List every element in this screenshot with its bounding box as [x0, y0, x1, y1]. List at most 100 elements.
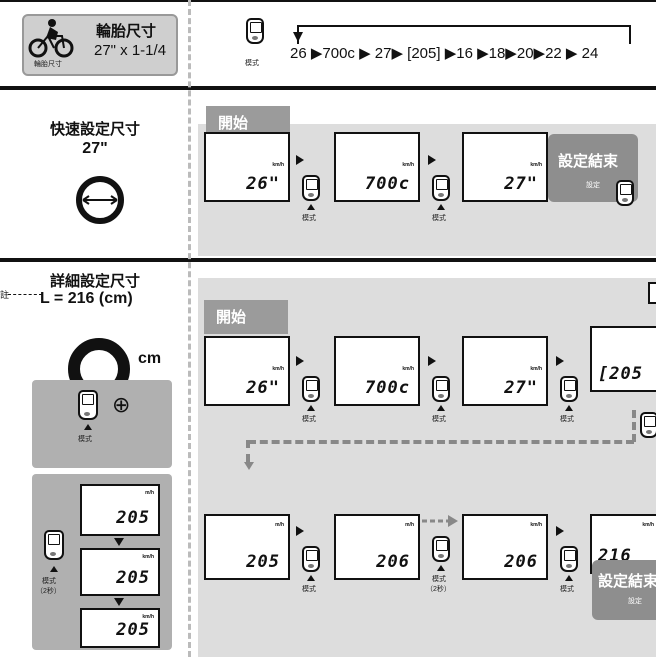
lcd-unit: m/h	[405, 522, 414, 528]
lcd-value: 205	[116, 620, 150, 640]
mode-device-icon	[302, 175, 320, 201]
detail-lcd-r2-3: km/h 206	[462, 514, 548, 580]
mode-device-icon	[246, 18, 264, 44]
tire-size-title: 輪胎尺寸	[96, 23, 157, 40]
wheel-icon	[76, 176, 124, 224]
lcd-unit: km/h	[272, 366, 284, 372]
down-arrow	[114, 598, 124, 606]
mode-label: 模式	[245, 60, 259, 67]
section-divider-2	[0, 258, 656, 262]
lcd-unit: km/h	[530, 522, 542, 528]
lcd-unit: km/h	[402, 366, 414, 372]
mode-device-icon	[560, 376, 578, 402]
detail-end-title: 設定結束	[598, 573, 656, 590]
hold-sub-label: （2秒）	[36, 588, 61, 595]
panel-corner-mark	[648, 282, 656, 304]
mode-label: 模式	[432, 416, 446, 423]
lcd-value: 205	[246, 552, 280, 572]
press-arrow	[307, 204, 315, 210]
section-divider-1	[0, 86, 656, 90]
press-arrow	[565, 575, 573, 581]
mode-label: 模式	[302, 416, 316, 423]
next-arrow	[556, 356, 564, 366]
mode-label: 模式	[432, 215, 446, 222]
hold-sub-label: （2秒）	[426, 586, 451, 593]
lcd-unit: m/h	[275, 522, 284, 528]
quick-setup-title: 快速設定尺寸	[49, 121, 140, 138]
mode-press-box	[32, 380, 172, 468]
mode-device-icon	[432, 376, 450, 402]
quick-setup-size: 27"	[82, 140, 108, 157]
mode-label: 模式	[560, 586, 574, 593]
down-arrow	[114, 538, 124, 546]
lcd-value: [205	[598, 364, 643, 384]
hold-arrow	[422, 515, 458, 527]
hold-label: 模式	[42, 578, 56, 585]
cyclist-icon	[28, 19, 74, 58]
column-divider	[188, 0, 191, 657]
lcd-unit: km/h	[530, 366, 542, 372]
lcd-value: 700c	[365, 378, 410, 398]
tire-icon-caption: 輪胎尺寸	[34, 61, 62, 68]
lcd-unit: m/h	[145, 490, 154, 496]
detail-start-label: 開始	[204, 300, 288, 334]
detail-lcd-r2-1: m/h 205	[204, 514, 290, 580]
detail-end-box: 設定結束 設定	[592, 560, 656, 620]
mode-label: 模式	[302, 215, 316, 222]
quick-end-title: 設定結束	[558, 153, 619, 170]
press-arrow	[84, 424, 92, 430]
press-arrow	[50, 566, 58, 572]
lcd-unit: km/h	[642, 522, 654, 528]
lcd-value: 27"	[504, 174, 538, 194]
lcd-value: 26"	[246, 174, 280, 194]
mode-device-icon	[432, 175, 450, 201]
mode-device-icon	[302, 546, 320, 572]
next-arrow	[428, 155, 436, 165]
quick-end-box: 設定結束 設定	[548, 134, 638, 202]
press-arrow	[437, 405, 445, 411]
note-leader	[8, 294, 42, 295]
lcd-unit: km/h	[142, 614, 154, 620]
tire-icon-box	[22, 14, 178, 76]
row-connector	[248, 440, 634, 444]
detail-lcd-r1-4: [205	[590, 326, 656, 392]
lcd-unit: km/h	[272, 162, 284, 168]
top-divider	[0, 0, 656, 2]
plus-icon: ⊕	[112, 392, 131, 417]
lcd-value: 27"	[504, 378, 538, 398]
lcd-value: 26"	[246, 378, 280, 398]
lcd-value: 205	[116, 568, 150, 588]
cycle-arrow	[293, 25, 631, 44]
detail-lcd-r1-3: km/h 27"	[462, 336, 548, 406]
press-arrow	[437, 204, 445, 210]
tire-size-value: 27" x 1-1/4	[94, 42, 167, 59]
mode-device-icon	[302, 376, 320, 402]
next-arrow	[296, 356, 304, 366]
press-arrow	[307, 405, 315, 411]
detail-setup-title: 詳細設定尺寸	[49, 273, 140, 290]
next-arrow	[296, 155, 304, 165]
quick-end-sub: 設定	[586, 182, 600, 189]
press-arrow	[307, 575, 315, 581]
next-arrow	[428, 356, 436, 366]
mode-device-icon	[78, 390, 98, 420]
lcd-value: 206	[504, 552, 538, 572]
press-arrow	[565, 405, 573, 411]
mode-device-icon	[44, 530, 64, 560]
next-arrow	[296, 526, 304, 536]
detail-lcd-r1-1: km/h 26"	[204, 336, 290, 406]
cm-label: cm	[138, 350, 162, 367]
mode-label: 模式	[302, 586, 316, 593]
mode-device-icon	[640, 412, 656, 438]
note-marker: 註	[0, 290, 10, 300]
detail-end-sub: 設定	[628, 598, 642, 605]
mode-device-icon	[560, 546, 578, 572]
next-arrow	[556, 526, 564, 536]
lcd-value: 700c	[365, 174, 410, 194]
